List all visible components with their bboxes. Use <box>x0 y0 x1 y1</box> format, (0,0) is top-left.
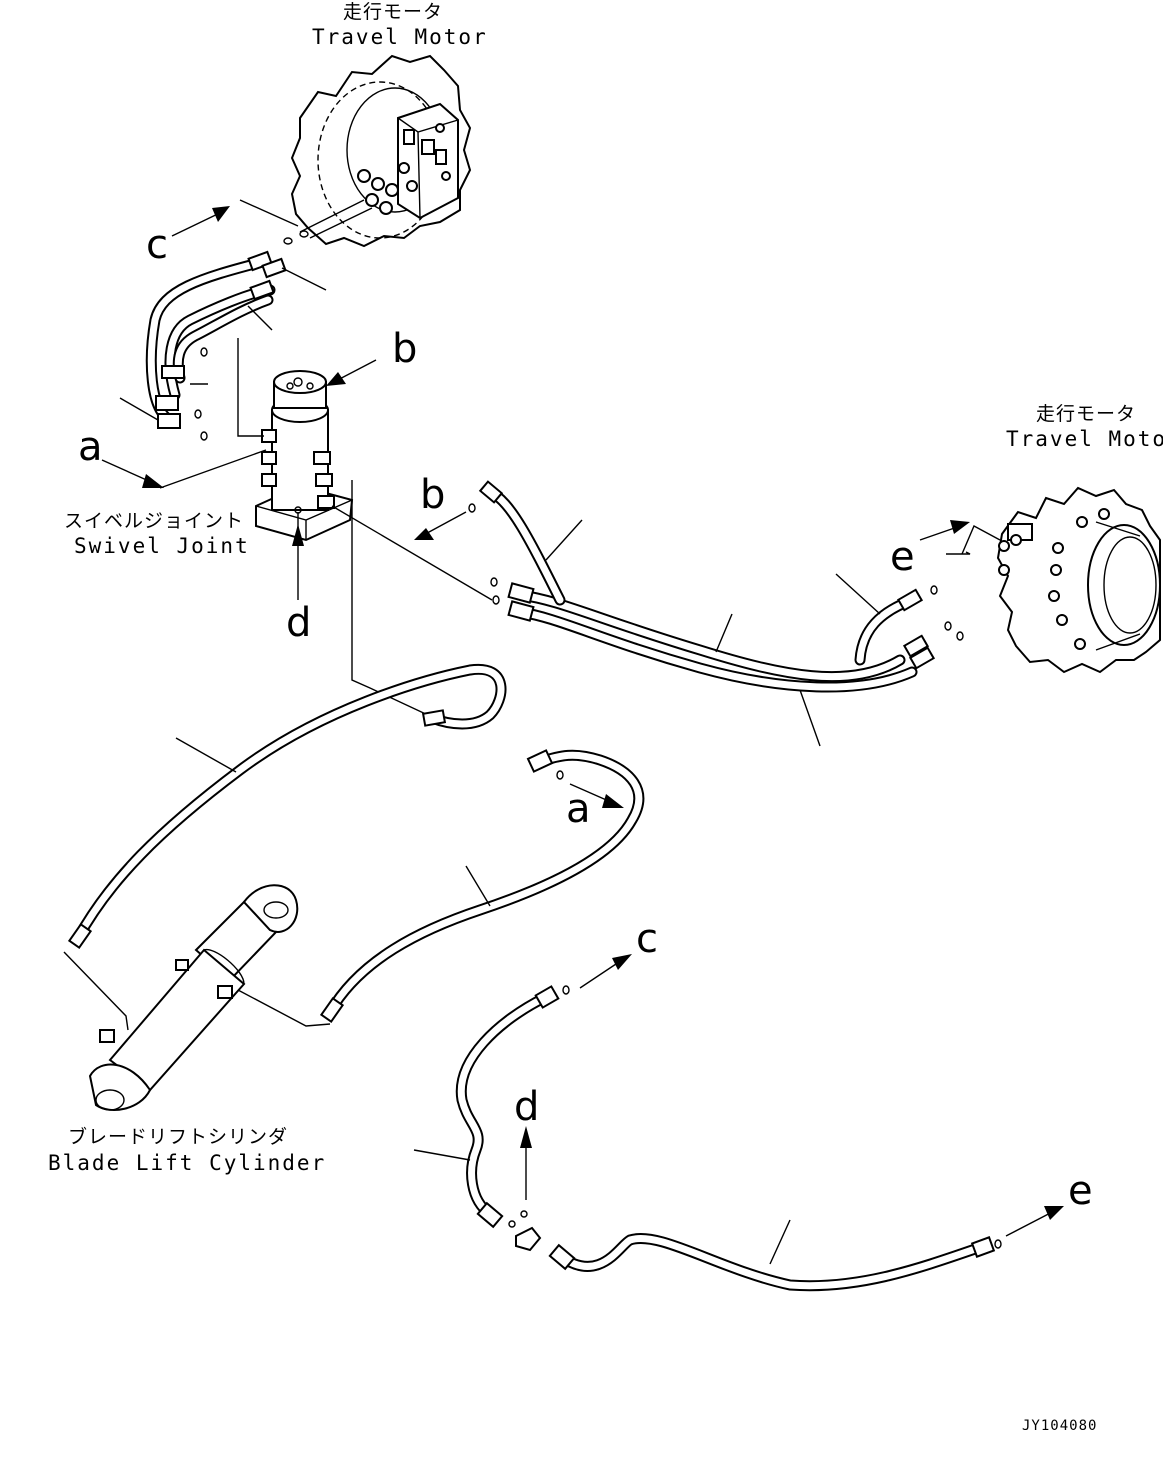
travel-motor-right-label: 走行モータ Travel Motor <box>1006 403 1163 451</box>
connection-letter-c-lower: c <box>636 916 658 962</box>
travel-motor-right <box>930 486 1161 674</box>
blade-lift-cylinder-label-jp: ブレードリフトシリンダ <box>68 1125 288 1148</box>
drawing-code: JY104080 <box>1022 1418 1097 1434</box>
travel-motor-top-label: 走行モータ Travel Motor <box>312 1 488 49</box>
travel-motor-right-label-en: Travel Motor <box>1006 427 1163 451</box>
connection-letter-b-lower: b <box>420 472 445 518</box>
swivel-joint-label: スイベルジョイント Swivel Joint <box>64 510 250 558</box>
travel-motor-right-label-jp: 走行モータ <box>1036 403 1136 425</box>
hoses-blade-cylinder <box>63 663 645 1031</box>
swivel-joint <box>255 370 354 542</box>
blade-lift-cylinder-label: ブレードリフトシリンダ Blade Lift Cylinder <box>48 1125 326 1175</box>
blade-lift-cylinder <box>88 884 299 1111</box>
blade-lift-cylinder-label-en: Blade Lift Cylinder <box>48 1151 326 1175</box>
hoses-top-motor <box>119 199 327 441</box>
travel-motor-top-label-jp: 走行モータ <box>343 1 443 23</box>
connection-letter-c-upper: c <box>146 222 168 268</box>
hoses-right-motor <box>331 480 1001 747</box>
connection-letter-a-upper: a <box>78 424 103 470</box>
connection-arrows <box>101 206 1064 1237</box>
connection-letter-b-upper: b <box>392 326 417 372</box>
connection-letter-d-lower: d <box>514 1084 539 1130</box>
swivel-joint-label-jp: スイベルジョイント <box>64 510 244 532</box>
travel-motor-top <box>283 54 472 248</box>
connection-letter-a-lower: a <box>566 786 591 832</box>
travel-motor-top-label-en: Travel Motor <box>312 25 488 49</box>
connection-letters: c b a d b e a c d e <box>78 222 1093 1214</box>
connection-letter-e-lower: e <box>1068 1168 1093 1214</box>
connection-letter-e-upper: e <box>890 534 915 580</box>
swivel-joint-label-en: Swivel Joint <box>74 534 250 558</box>
hoses-bottom <box>413 985 1002 1292</box>
connection-letter-d-upper: d <box>286 600 311 646</box>
